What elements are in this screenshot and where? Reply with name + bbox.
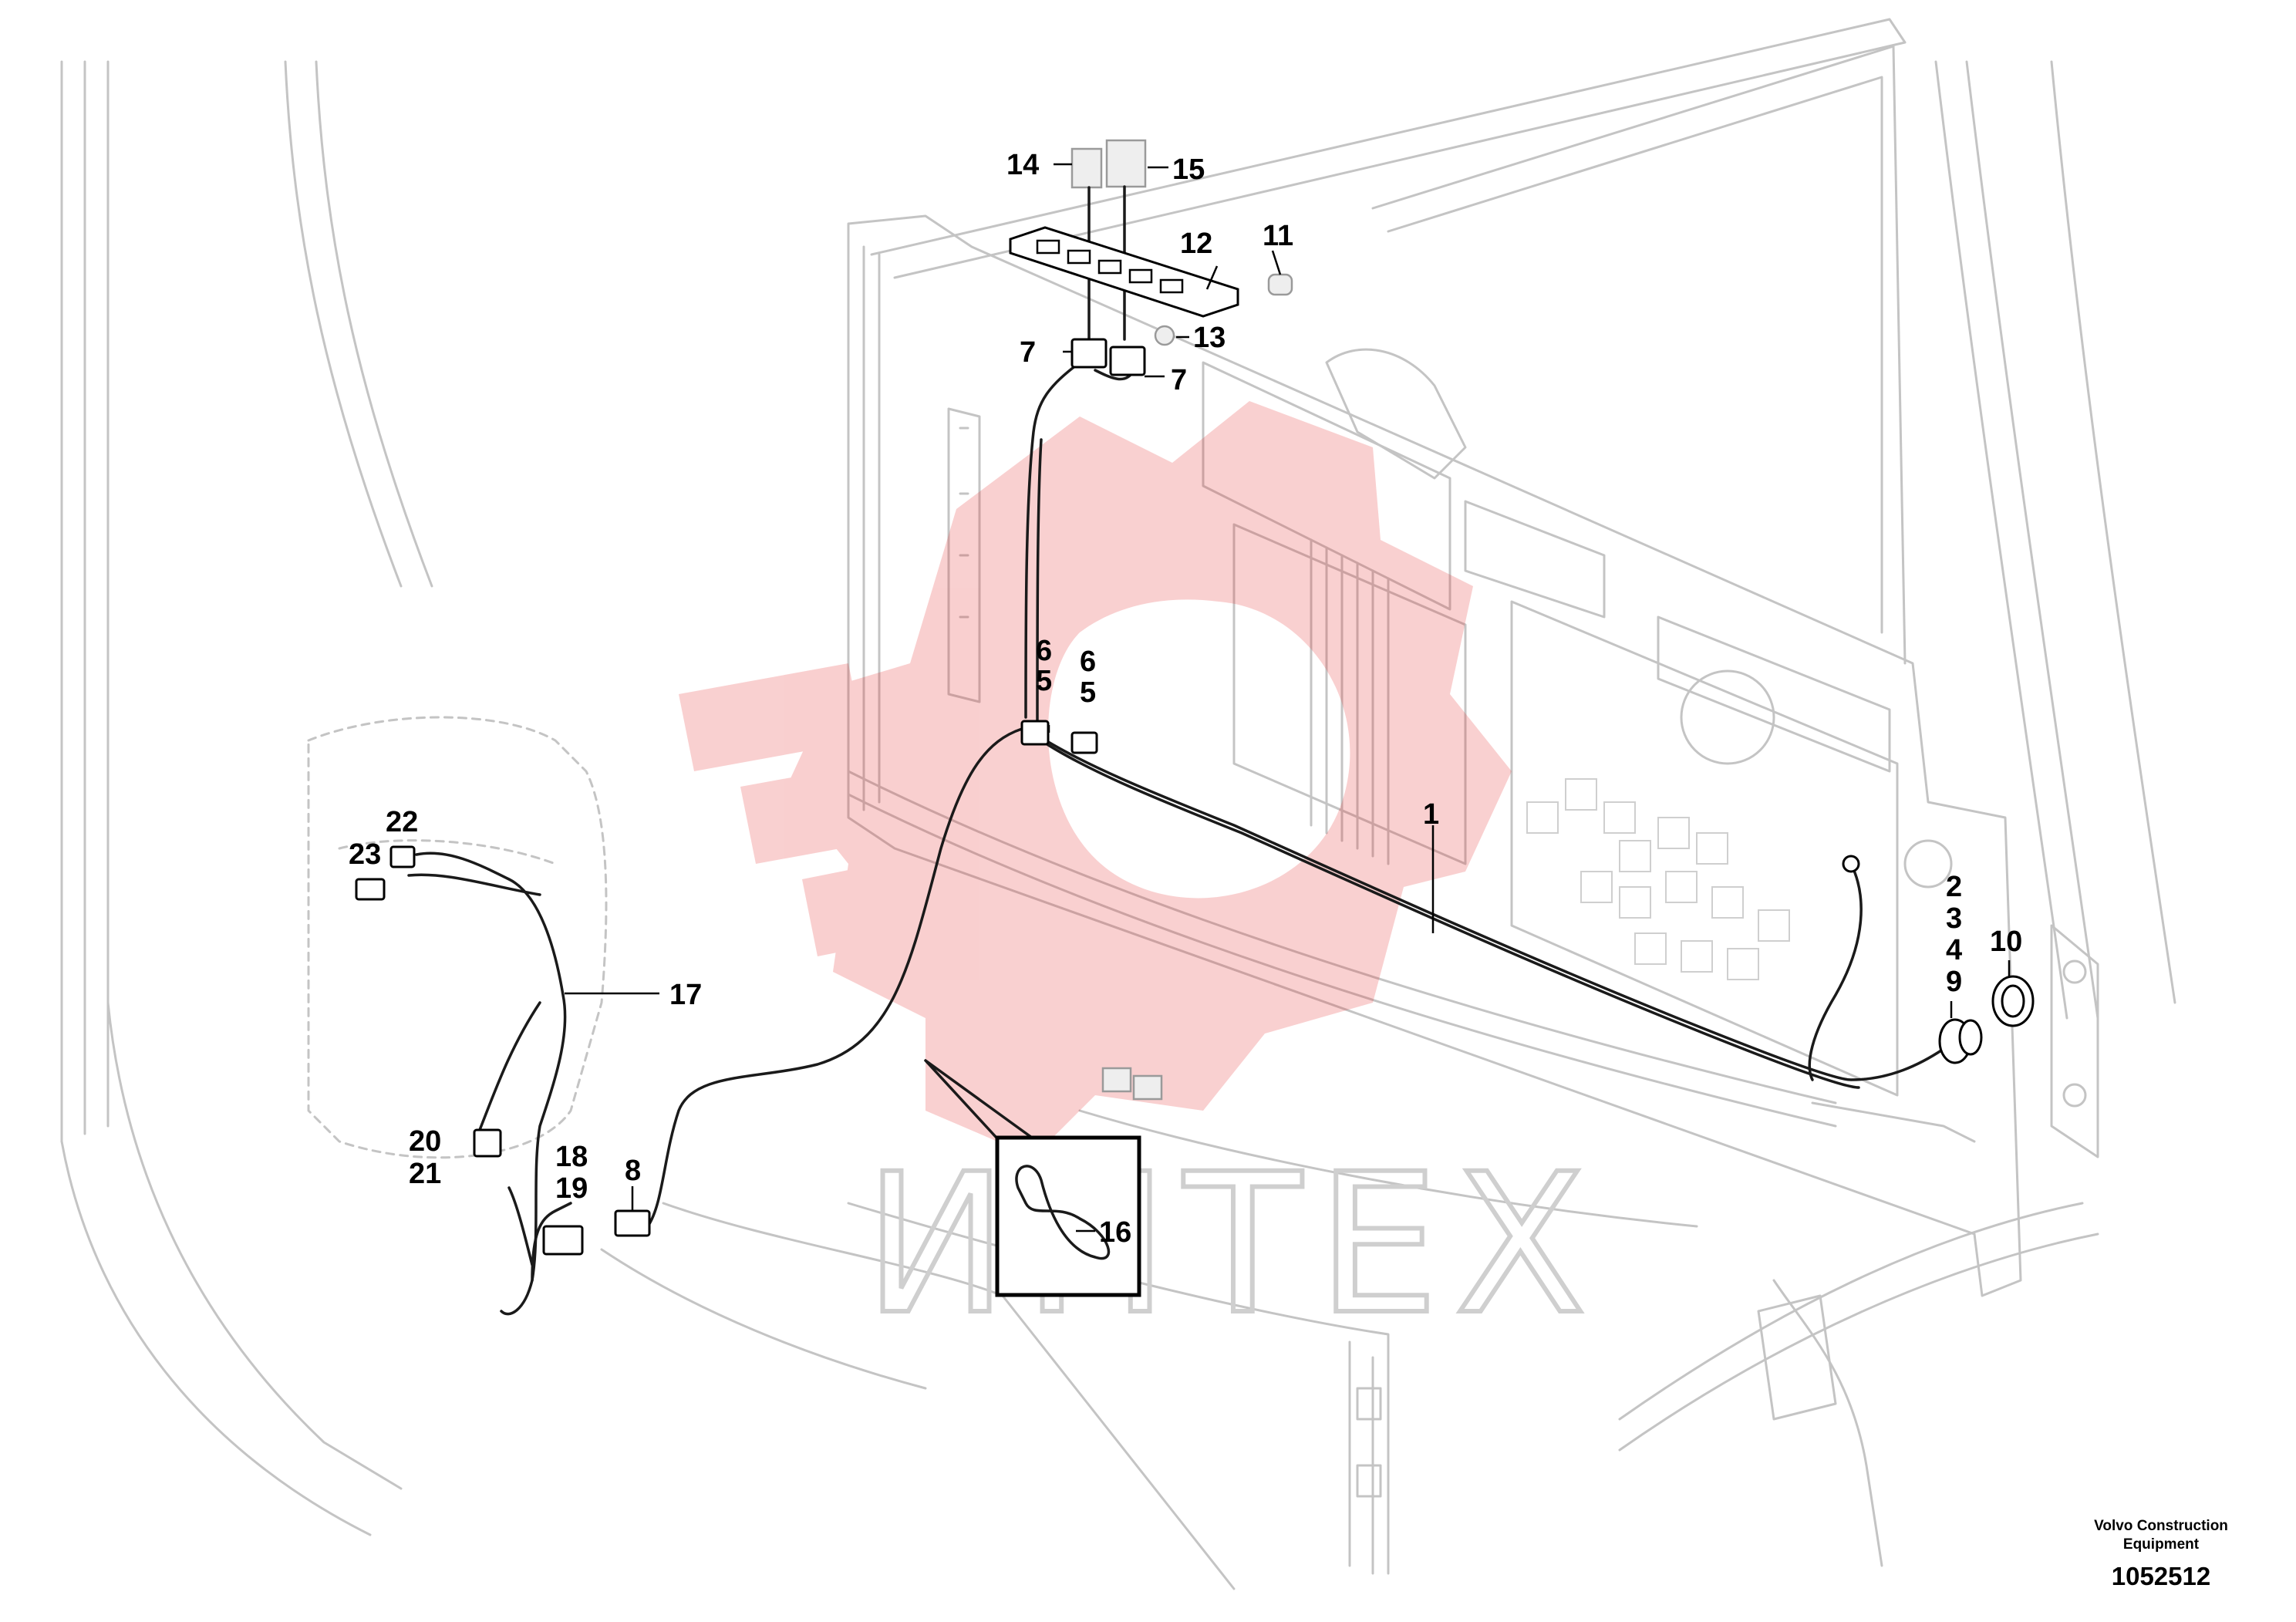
callout-7a: 7: [1020, 336, 1036, 369]
ground-terminal: [1842, 855, 1860, 873]
callout-18: 18: [555, 1141, 588, 1173]
callout-23: 23: [349, 838, 381, 871]
screw-13: [1154, 325, 1175, 346]
ring-10: [1991, 975, 2035, 1027]
callout-13: 13: [1193, 322, 1226, 354]
connector-20-21: [473, 1128, 502, 1158]
connector-8: [614, 1209, 651, 1237]
callout-6a: 6: [1036, 635, 1052, 667]
callout-2: 2: [1946, 871, 1962, 903]
connector-18-19: [542, 1225, 584, 1256]
callout-17: 17: [669, 979, 702, 1011]
connector-5-6a: [1020, 720, 1050, 746]
panel-connector-b: [1132, 1074, 1163, 1101]
relay-socket-7b: [1109, 346, 1146, 376]
callout-4: 4: [1946, 934, 1962, 966]
callout-21: 21: [409, 1158, 441, 1190]
callout-1: 1: [1423, 798, 1439, 831]
connector-5-6b: [1070, 731, 1098, 754]
drawing-number: 1052512: [2111, 1562, 2211, 1590]
callout-7b: 7: [1171, 364, 1187, 396]
relay-socket-7a: [1070, 338, 1108, 369]
relay-14: [1070, 147, 1103, 189]
cable-tie-detail-16: [924, 1059, 1141, 1297]
callout-14: 14: [1006, 149, 1039, 181]
drawing-info: Volvo Construction Equipment 1052512: [2072, 1517, 2250, 1591]
callout-10: 10: [1990, 926, 2022, 958]
callout-5a: 5: [1036, 665, 1052, 697]
callout-15: 15: [1172, 153, 1205, 186]
callout-8: 8: [625, 1155, 641, 1187]
callout-16: 16: [1099, 1216, 1131, 1249]
watermark: [679, 401, 1512, 1157]
watermark-text: ИНТЕХ: [864, 1132, 1602, 1357]
relay-15: [1105, 139, 1147, 188]
callout-20: 20: [409, 1125, 441, 1158]
leader-lines: [565, 163, 2011, 1233]
panel-connector-a: [1101, 1067, 1132, 1093]
socket-9: [1938, 1018, 1983, 1064]
connector-23: [355, 878, 386, 901]
cab-outline: [60, 18, 2176, 1590]
callout-12: 12: [1180, 228, 1212, 260]
connector-22: [389, 845, 416, 868]
callout-9: 9: [1946, 966, 1962, 998]
callout-11: 11: [1263, 220, 1293, 252]
callout-19: 19: [555, 1172, 588, 1205]
callout-3: 3: [1946, 902, 1962, 935]
manufacturer-name: Volvo Construction Equipment: [2094, 1518, 2228, 1553]
callout-22: 22: [386, 806, 418, 838]
watermark-gear-icon: [787, 401, 1512, 1157]
nut-11: [1267, 273, 1293, 296]
callout-6b: 6: [1080, 646, 1096, 678]
callout-labels: 14 15 12 11 13 7 7 6 5 6 5 1 2 3 4 9 10 …: [349, 149, 2022, 1249]
callout-5b: 5: [1080, 676, 1096, 709]
